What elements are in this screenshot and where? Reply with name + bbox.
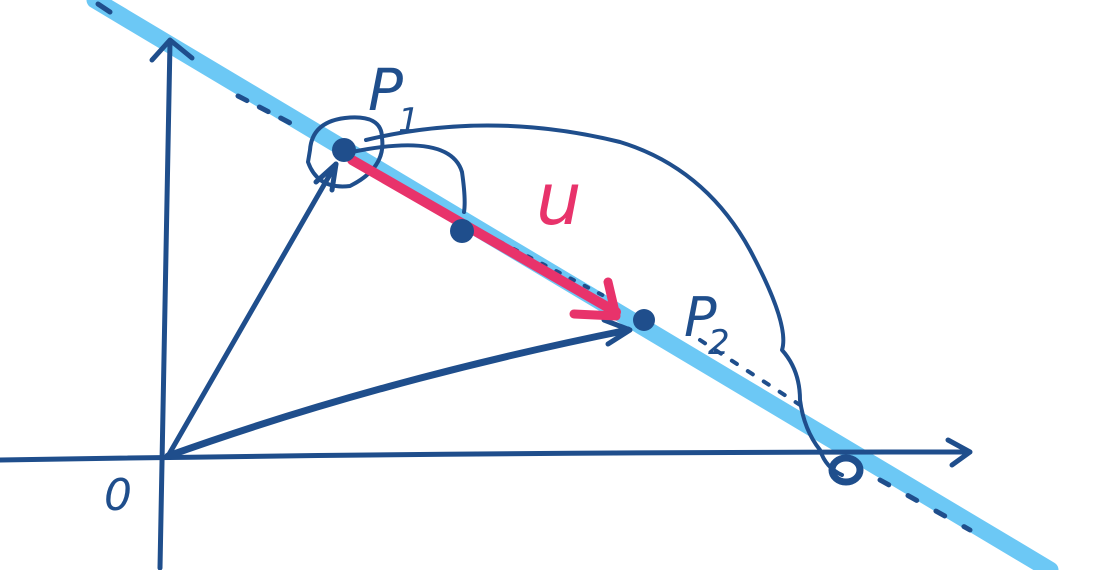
position-vector-p1: [165, 161, 339, 459]
position-vector-p2-arrowhead: [601, 317, 633, 347]
point-intermediate: [450, 219, 474, 243]
dotted-guide-upper: [235, 93, 303, 131]
x-intercept-point: [828, 454, 864, 486]
y-axis-arrowhead: [149, 37, 195, 63]
p1-subscript: 1: [398, 101, 420, 141]
x-axis: [0, 449, 971, 463]
large-arc: [364, 123, 844, 477]
p2-label: P: [684, 286, 717, 349]
point-p1: [332, 138, 356, 162]
position-vector-p1-arrowhead: [313, 161, 339, 193]
vector-u-label: u: [536, 157, 582, 241]
small-arc: [350, 143, 467, 214]
direction-vector-u-arrowhead: [569, 277, 621, 321]
p1-label: P: [368, 56, 403, 124]
x-axis-arrowhead: [945, 437, 973, 468]
position-vector-p2: [164, 326, 632, 460]
dotted-guide-top: [95, 1, 113, 15]
origin-label: 0: [104, 470, 132, 521]
p2-subscript: 2: [708, 323, 730, 363]
point-p2: [633, 309, 655, 331]
direction-vector-u: [347, 155, 621, 317]
dotted-guide-lower: [698, 338, 802, 407]
y-axis: [157, 39, 173, 570]
